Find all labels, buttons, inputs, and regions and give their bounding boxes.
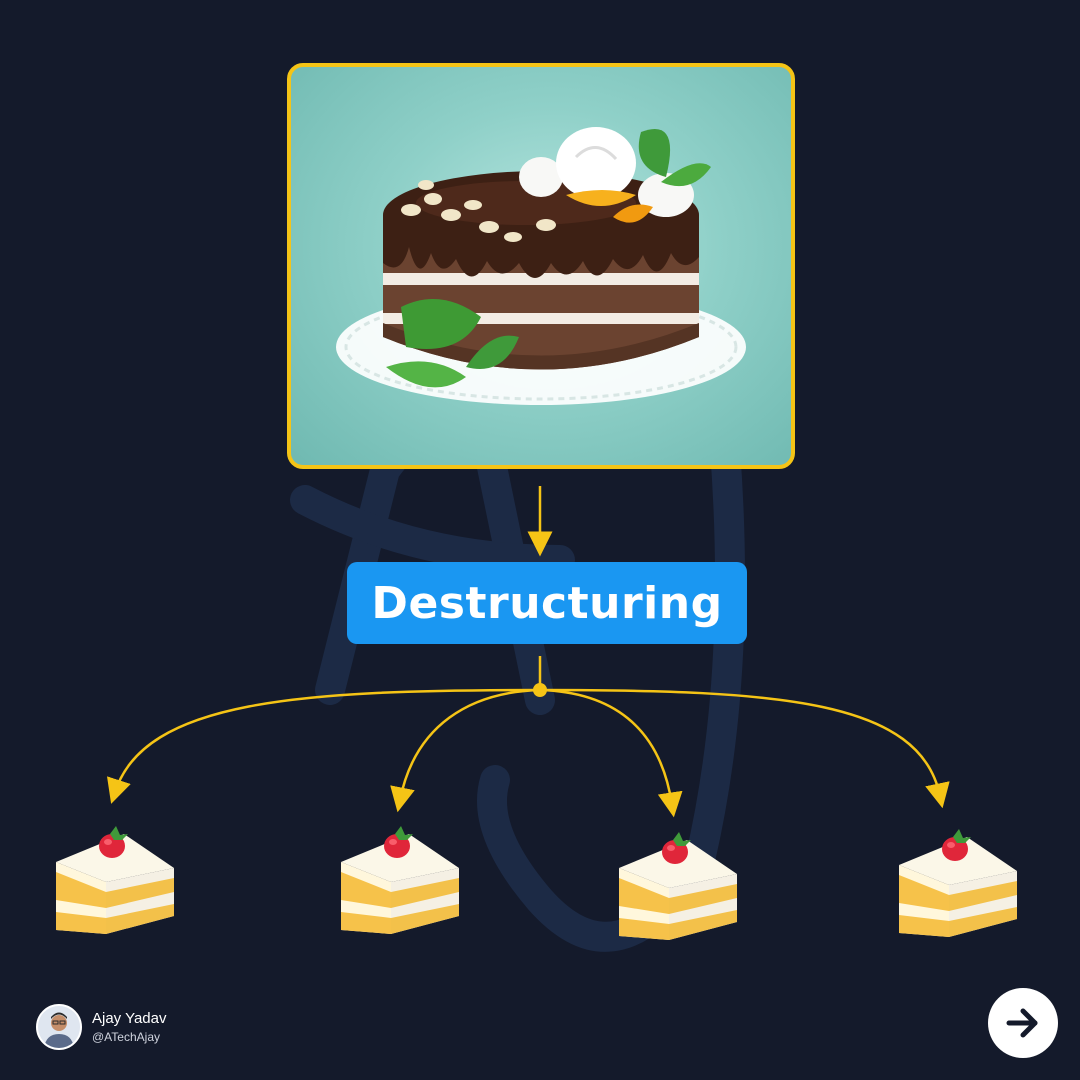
split-node [533, 683, 547, 697]
cake-slice-illustration [899, 829, 1017, 937]
arrow-right-icon [1006, 1008, 1038, 1038]
destructuring-label: Destructuring [347, 562, 747, 644]
cake-slice-illustration [619, 832, 737, 940]
whole-cake-image [287, 63, 795, 469]
cake-slice-2 [335, 820, 465, 940]
whole-cake-illustration [336, 127, 746, 405]
cake-slice-illustration [56, 826, 174, 934]
author-name: Ajay Yadav [92, 1010, 167, 1027]
avatar [36, 1004, 82, 1050]
destructuring-label-text: Destructuring [371, 577, 723, 629]
arrow-to-slice-1 [107, 688, 541, 804]
arrow-to-slice-3 [539, 688, 683, 818]
cake-slice-1 [50, 820, 180, 940]
next-button[interactable] [988, 988, 1058, 1058]
arrow-to-slice-4 [539, 688, 950, 809]
arrow-to-slice-2 [390, 688, 541, 813]
cake-slice-illustration [341, 826, 459, 934]
cake-slice-4 [893, 823, 1023, 943]
author-block: Ajay Yadav @ATechAjay [36, 1004, 167, 1050]
cake-slice-3 [613, 826, 743, 946]
author-handle: @ATechAjay [92, 1030, 160, 1044]
